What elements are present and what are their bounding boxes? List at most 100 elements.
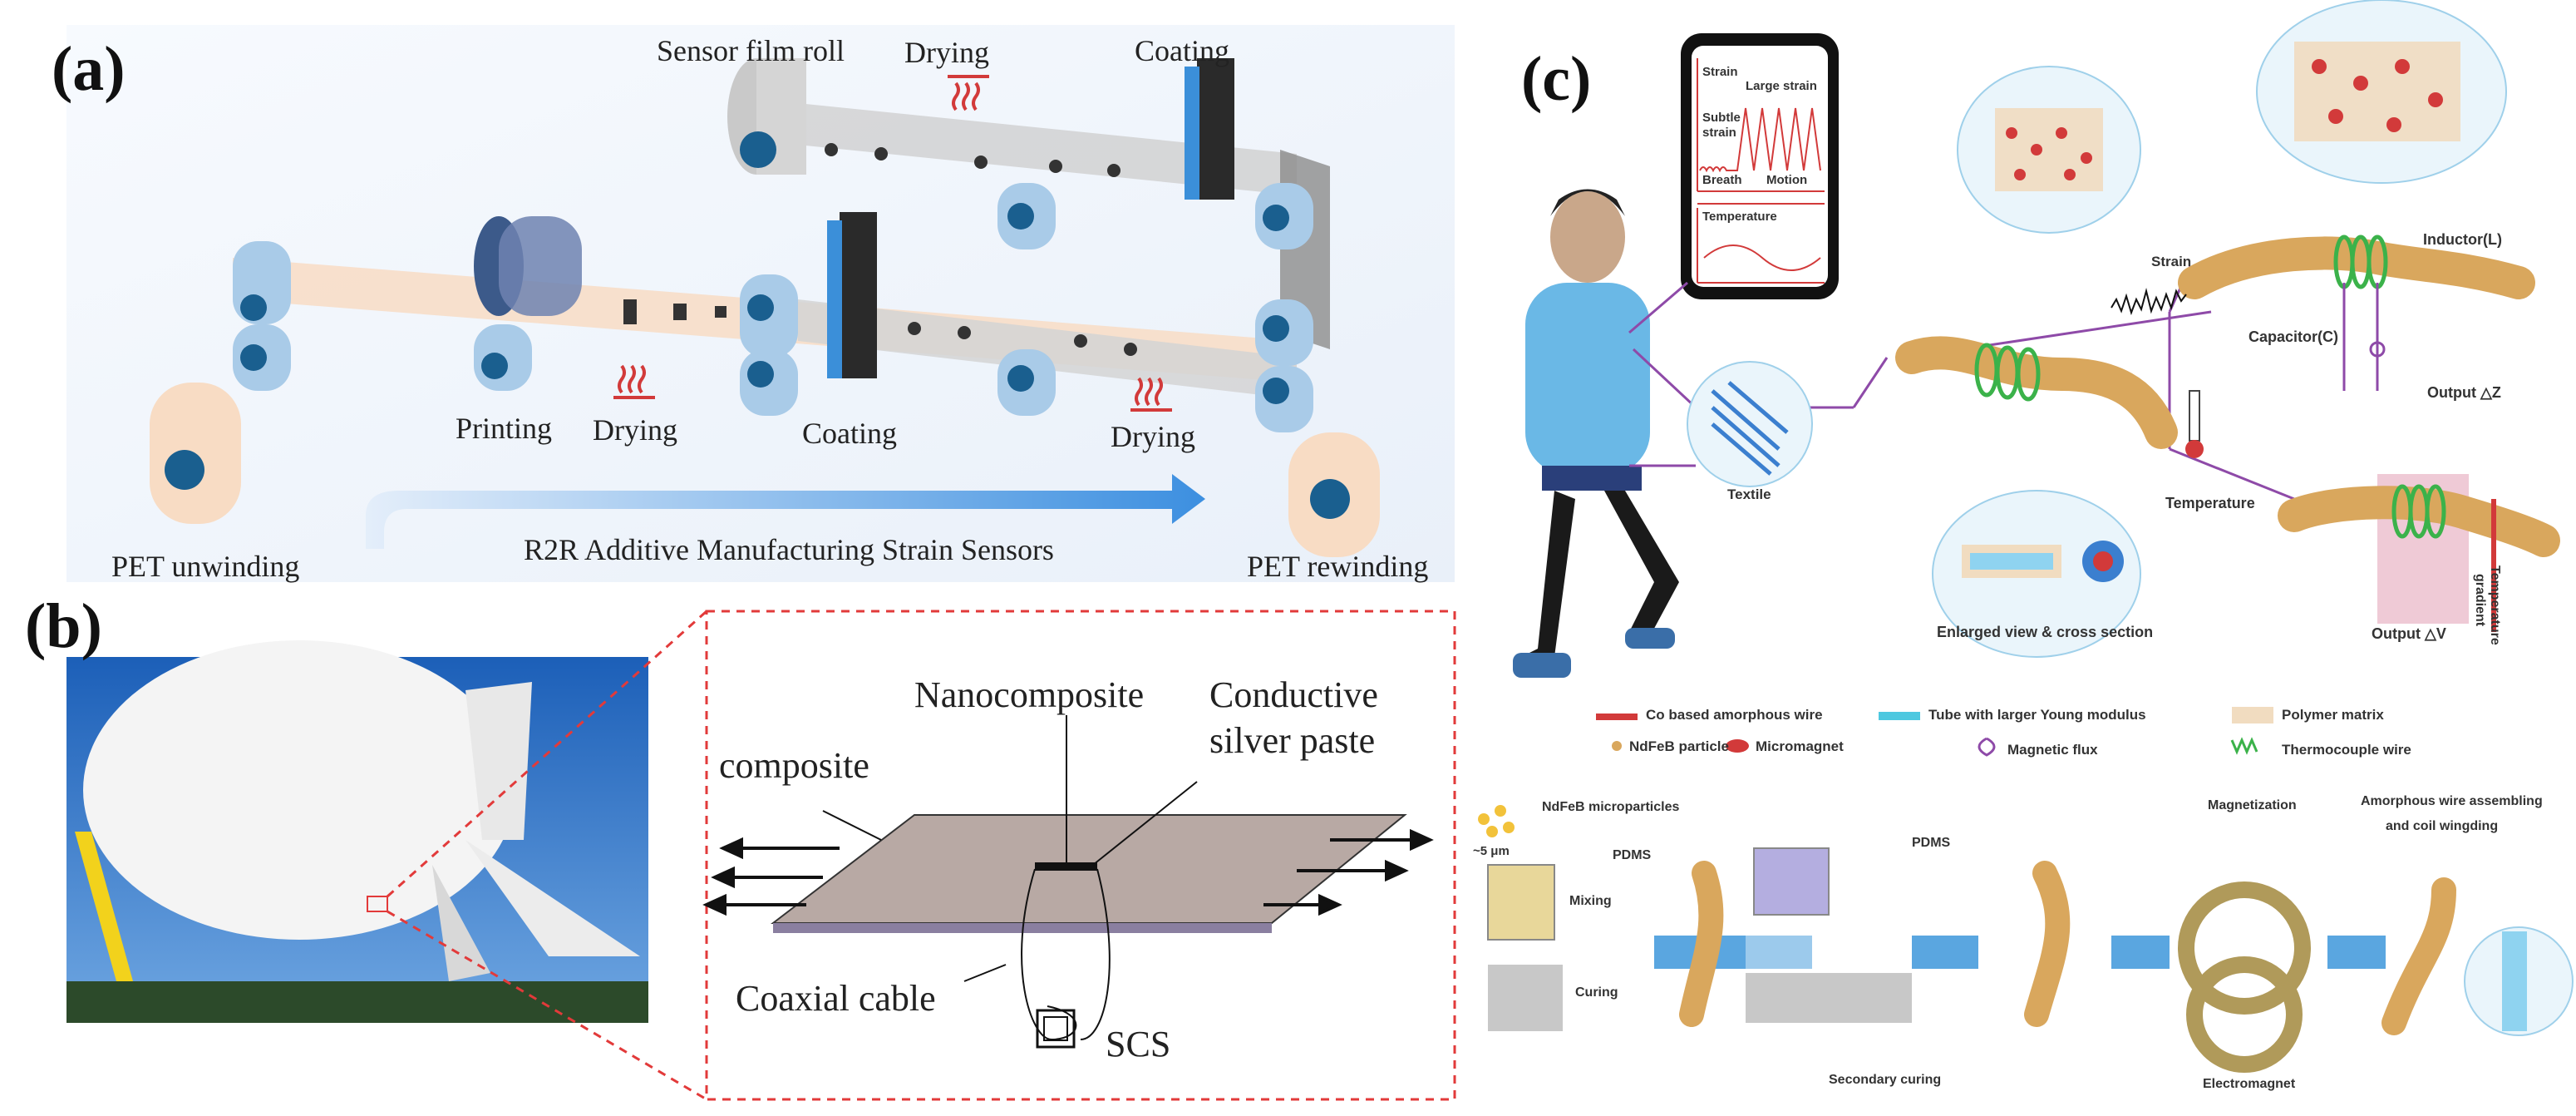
drying-icons bbox=[613, 75, 1172, 412]
label-temperature-gradient-1: Temperature bbox=[2488, 565, 2502, 645]
label-coating-top: Coating bbox=[1135, 34, 1229, 67]
label-conductive: Conductive bbox=[1209, 674, 1378, 715]
panel-c-diagram bbox=[1478, 0, 2574, 1073]
phone-strain-label: Strain bbox=[1702, 65, 1738, 79]
phone-breath-label: Breath bbox=[1702, 173, 1742, 187]
phone-screen bbox=[1692, 46, 1828, 287]
panel-a-letter: (a) bbox=[52, 34, 126, 104]
micromagnets bbox=[2006, 127, 2092, 180]
phone-subtle-label-2: strain bbox=[1702, 126, 1736, 140]
phone-strain-chart bbox=[1697, 58, 1825, 284]
electromagnet-coil-bottom bbox=[2186, 956, 2303, 1073]
phone-temperature-label: Temperature bbox=[1702, 210, 1777, 224]
legend-flux: Magnetic flux bbox=[2007, 742, 2098, 758]
electromagnet-coil-top bbox=[2178, 881, 2311, 1015]
blimp-fin-side bbox=[465, 840, 640, 956]
coated-film bbox=[798, 299, 1297, 399]
label-strain: Strain bbox=[2151, 254, 2192, 269]
panel-c-letter: (c) bbox=[1521, 44, 1592, 114]
legend-ndfeb: NdFeB particle bbox=[1629, 738, 1729, 754]
zoom-line-bottom bbox=[387, 910, 707, 1101]
sensor-fiber bbox=[1895, 336, 2178, 449]
label-temperature-gradient-2: gradient bbox=[2473, 574, 2487, 627]
sensor-roll-core bbox=[740, 131, 776, 168]
panel-b-diagram bbox=[66, 610, 1456, 1101]
process-arrow bbox=[366, 474, 1205, 549]
process-arrow-2 bbox=[1912, 936, 1978, 969]
label-curing: Curing bbox=[1575, 985, 1618, 1000]
legend-micromagnet: Micromagnet bbox=[1756, 738, 1844, 754]
cable-pointer bbox=[963, 964, 1007, 982]
label-composite: composite bbox=[719, 745, 869, 786]
label-pet-rewinding: PET rewinding bbox=[1247, 550, 1429, 583]
legend-polymer: Polymer matrix bbox=[2282, 707, 2384, 723]
label-output-v: Output △V bbox=[2372, 625, 2446, 642]
label-mixing: Mixing bbox=[1569, 894, 1612, 908]
legend-swatches bbox=[1596, 707, 2273, 757]
nanocomposite-sensor bbox=[1035, 862, 1097, 871]
thermometer bbox=[2189, 390, 2200, 442]
phone-motion-label: Motion bbox=[1766, 173, 1808, 187]
label-magnetization: Magnetization bbox=[2208, 798, 2297, 812]
top-film bbox=[765, 100, 1297, 195]
label-temperature: Temperature bbox=[2165, 495, 2255, 511]
label-output-z: Output △Z bbox=[2427, 384, 2501, 401]
scs-device bbox=[1036, 1009, 1076, 1049]
panel-b: (b) composite Nanocomposite Conductive s… bbox=[0, 590, 1463, 1116]
fiber-coil bbox=[1974, 343, 2041, 402]
label-drying-right: Drying bbox=[1111, 420, 1195, 453]
label-assembling-2: and coil wingding bbox=[2386, 819, 2499, 833]
paste-pointer bbox=[1092, 781, 1198, 866]
label-capacitor: Capacitor(C) bbox=[2248, 328, 2339, 345]
load-arrows bbox=[702, 828, 1434, 916]
treeline bbox=[66, 981, 648, 1023]
composite-pointer bbox=[822, 810, 882, 841]
panel-b-letter: (b) bbox=[25, 591, 102, 661]
cured-fiber bbox=[1679, 861, 1724, 1027]
label-coaxial-cable: Coaxial cable bbox=[736, 978, 936, 1019]
printed-patterns bbox=[623, 143, 1137, 356]
panel-a: (a) Sensor film roll Drying Coating Prin… bbox=[0, 0, 1463, 590]
legend-co-wire: Co based amorphous wire bbox=[1646, 707, 1823, 723]
label-sensor-film-roll: Sensor film roll bbox=[657, 34, 845, 67]
process-arrow-3 bbox=[2111, 936, 2170, 969]
phone-subtle-label-1: Subtle bbox=[1702, 111, 1741, 125]
label-pdms-2: PDMS bbox=[1912, 836, 1951, 850]
crane bbox=[75, 832, 133, 981]
lc-circuit bbox=[2342, 283, 2386, 391]
label-r2r: R2R Additive Manufacturing Strain Sensor… bbox=[524, 533, 1054, 566]
label-pdms-1: PDMS bbox=[1613, 848, 1652, 862]
label-particle-size: ~5 μm bbox=[1473, 844, 1510, 858]
secondary-mold bbox=[1746, 973, 1912, 1023]
phone-large-strain-label: Large strain bbox=[1746, 79, 1817, 93]
runner-figure bbox=[1513, 189, 1679, 678]
label-inductor: Inductor(L) bbox=[2423, 231, 2502, 248]
blimp-fin-top bbox=[465, 682, 532, 840]
label-secondary-curing: Secondary curing bbox=[1829, 1073, 1942, 1087]
blimp-fin-bottom bbox=[432, 865, 490, 981]
label-pet-unwinding: PET unwinding bbox=[111, 550, 300, 583]
panel-c: (c) Strain Large strain Subtle strain Br… bbox=[1463, 0, 2576, 1116]
mixing-beaker bbox=[1487, 864, 1555, 941]
label-coating-mid: Coating bbox=[802, 417, 897, 450]
pet-unwinding-core bbox=[165, 450, 204, 490]
label-electromagnet: Electromagnet bbox=[2203, 1077, 2296, 1091]
textile-weave bbox=[1711, 381, 1789, 476]
strain-signal bbox=[2111, 288, 2187, 316]
label-printing: Printing bbox=[456, 412, 553, 445]
coating-unit-top bbox=[1197, 58, 1234, 200]
label-textile: Textile bbox=[1727, 486, 1771, 502]
blimp-body bbox=[83, 640, 515, 940]
label-drying-top: Drying bbox=[904, 36, 989, 69]
label-scs: SCS bbox=[1106, 1024, 1171, 1064]
label-nanocomposite: Nanocomposite bbox=[914, 674, 1145, 715]
printing-drum bbox=[499, 216, 582, 316]
panel-a-diagram bbox=[66, 25, 1455, 582]
temperature-fiber bbox=[2278, 486, 2560, 557]
coating-unit-mid bbox=[840, 212, 877, 378]
pet-rewinding-core bbox=[1310, 479, 1350, 519]
label-drying-mid: Drying bbox=[593, 413, 677, 447]
lc-fiber bbox=[2178, 236, 2535, 299]
label-silver-paste: silver paste bbox=[1209, 720, 1376, 761]
process-row bbox=[1478, 805, 2574, 1073]
